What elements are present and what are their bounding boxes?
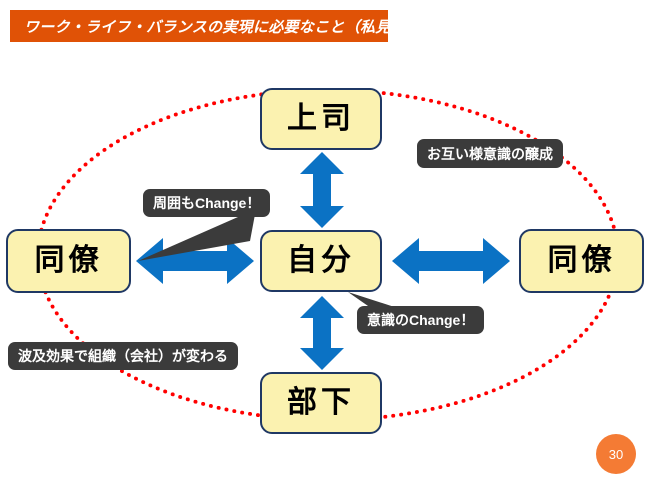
callout-surroundings-change[interactable]: 周囲もChange！	[143, 189, 271, 217]
arrow-peerleft-self	[136, 238, 254, 284]
node-self[interactable]: 自分	[260, 230, 382, 292]
callout-ripple-effect[interactable]: 波及効果で組織（会社）が変わる	[8, 342, 238, 370]
node-peer-right[interactable]: 同僚	[519, 229, 644, 293]
callout-surroundings-change-text: 周囲もChange！	[153, 195, 261, 211]
node-boss[interactable]: 上司	[260, 88, 382, 150]
callout-mutual-awareness[interactable]: お互い様意識の醸成	[417, 139, 563, 168]
arrow-boss-self	[300, 152, 344, 228]
node-self-label: 自分	[287, 244, 355, 277]
callout-ripple-effect-text: 波及効果で組織（会社）が変わる	[18, 348, 228, 364]
callout-mutual-awareness-text: お互い様意識の醸成	[427, 145, 553, 162]
page-number-text: 30	[608, 446, 624, 462]
callout-mindset-change[interactable]: 意識のChange！	[357, 306, 485, 334]
callout-around-tail	[138, 205, 258, 263]
node-subordinate-label: 部下	[287, 386, 355, 419]
arrow-self-subordinate	[300, 296, 344, 370]
node-peer-left-label: 同僚	[34, 244, 103, 277]
node-peer-right-label: 同僚	[547, 244, 616, 277]
page-title: ワーク・ライフ・バランスの実現に必要なこと（私見）	[24, 18, 406, 36]
node-subordinate[interactable]: 部下	[260, 372, 382, 434]
arrow-self-peerright	[392, 238, 510, 284]
node-boss-label: 上司	[287, 102, 355, 135]
slide-title-bar: ワーク・ライフ・バランスの実現に必要なこと（私見）	[10, 10, 406, 42]
node-peer-left[interactable]: 同僚	[6, 229, 131, 293]
page-number-badge: 30	[596, 434, 636, 474]
callout-mindset-change-text: 意識のChange！	[367, 312, 475, 328]
